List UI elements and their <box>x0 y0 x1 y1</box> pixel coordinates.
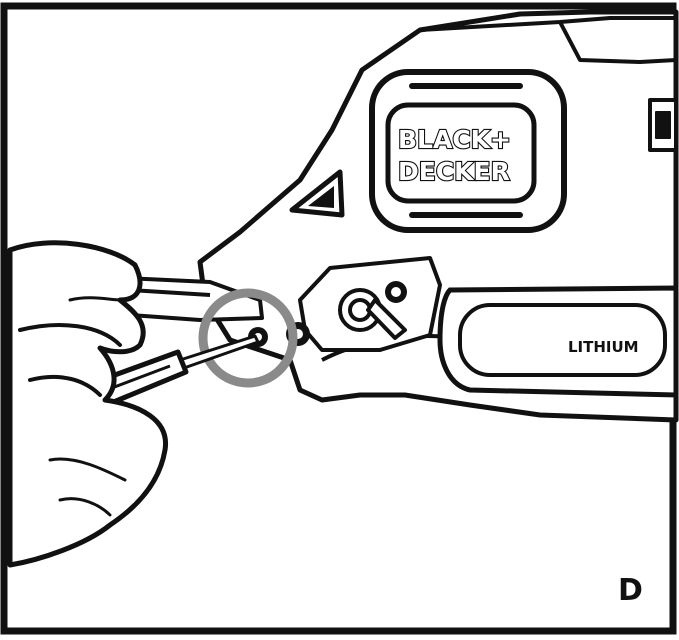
screw-nut-right <box>385 281 407 303</box>
vent-triangle <box>289 169 345 218</box>
hand <box>7 240 168 568</box>
brand-name-line1: BLACK+ <box>398 125 511 154</box>
mounting-plate <box>298 256 442 352</box>
brand-plate: BLACK+ DECKER <box>369 69 567 233</box>
battery-label: LITHIUM <box>568 338 639 356</box>
brand-name-line2: DECKER <box>398 157 510 186</box>
step-label: D <box>618 573 643 608</box>
battery-badge: LITHIUM <box>437 285 679 398</box>
highlight-ring <box>198 288 298 388</box>
